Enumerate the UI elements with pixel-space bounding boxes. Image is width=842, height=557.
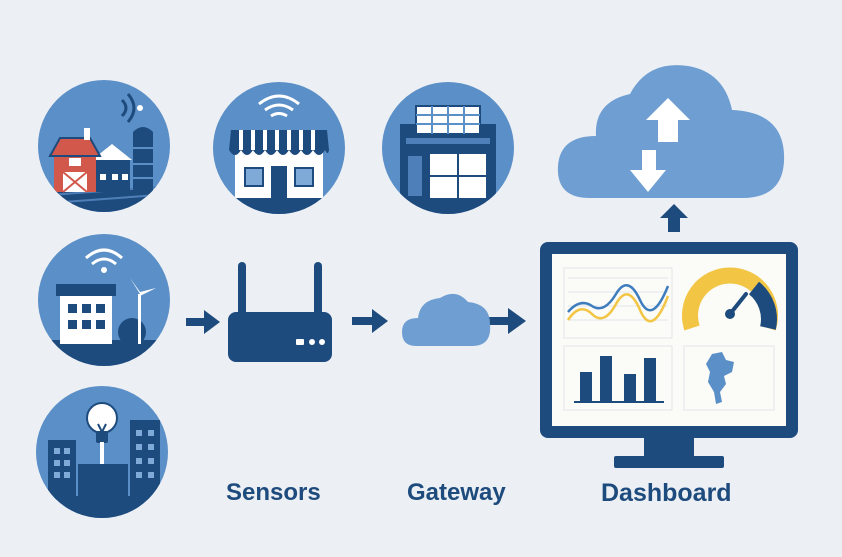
cloud-sync-icon: [556, 58, 786, 200]
arrow-up-icon: [660, 204, 688, 232]
monitor-icon: [540, 242, 800, 472]
office-building-icon: [380, 80, 516, 216]
storefront-icon: [211, 80, 347, 216]
gauge-widget: [682, 267, 778, 331]
arrow-right-icon: [352, 309, 388, 333]
sensors-label: Sensors: [226, 479, 321, 506]
bar-chart-widget: [563, 345, 673, 411]
farm-icon: [36, 78, 172, 214]
arrow-right-icon: [474, 308, 526, 334]
gateway-label: Gateway: [407, 479, 506, 506]
smart-home-icon: [36, 232, 172, 368]
line-chart-widget: [563, 267, 673, 339]
smart-city-icon: [34, 384, 170, 520]
cloud-icon: [402, 288, 492, 348]
arrow-right-icon: [186, 310, 220, 334]
map-widget: [683, 345, 775, 411]
dashboard-label: Dashboard: [601, 479, 732, 507]
router-icon: [228, 262, 332, 364]
